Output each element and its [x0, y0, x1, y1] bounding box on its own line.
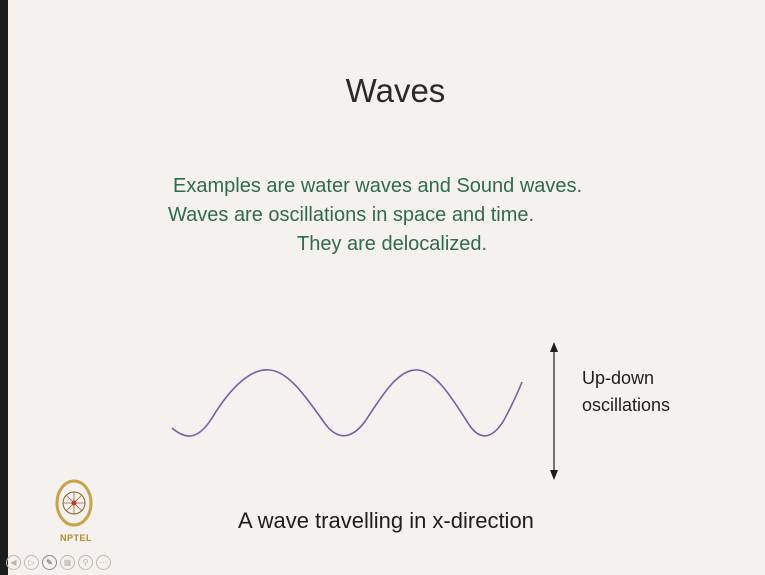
slide-title: Waves	[345, 72, 446, 109]
zoom-icon[interactable]: ⚲	[78, 555, 93, 570]
text-line-1: Examples are water waves and Sound waves…	[173, 175, 583, 197]
wave-diagram	[171, 342, 558, 480]
double-arrow	[550, 342, 558, 480]
prev-slide-icon[interactable]: ◀	[6, 555, 21, 570]
sine-wave	[171, 369, 523, 437]
window-left-edge	[0, 0, 8, 575]
text-line-3: They are delocalized.	[297, 233, 488, 255]
wave-caption: A wave travelling in x-direction	[238, 508, 534, 533]
slide-nav-bar: ◀ ▷ ✎ ▦ ⚲ ⋯	[6, 555, 111, 573]
pen-icon[interactable]: ✎	[42, 555, 57, 570]
oscillation-label-line-2: oscillations	[582, 395, 671, 415]
oscillation-label: Up-down oscillations	[582, 365, 670, 419]
nptel-logo-icon	[55, 479, 93, 527]
grid-icon[interactable]: ▦	[60, 555, 75, 570]
more-icon[interactable]: ⋯	[96, 555, 111, 570]
slide: Waves Examples are water waves and Sound…	[8, 0, 765, 575]
text-line-2: Waves are oscillations in space and time…	[168, 204, 535, 226]
nptel-logo-text: NPTEL	[59, 533, 92, 543]
oscillation-label-line-1: Up-down	[582, 368, 655, 388]
play-icon[interactable]: ▷	[24, 555, 39, 570]
